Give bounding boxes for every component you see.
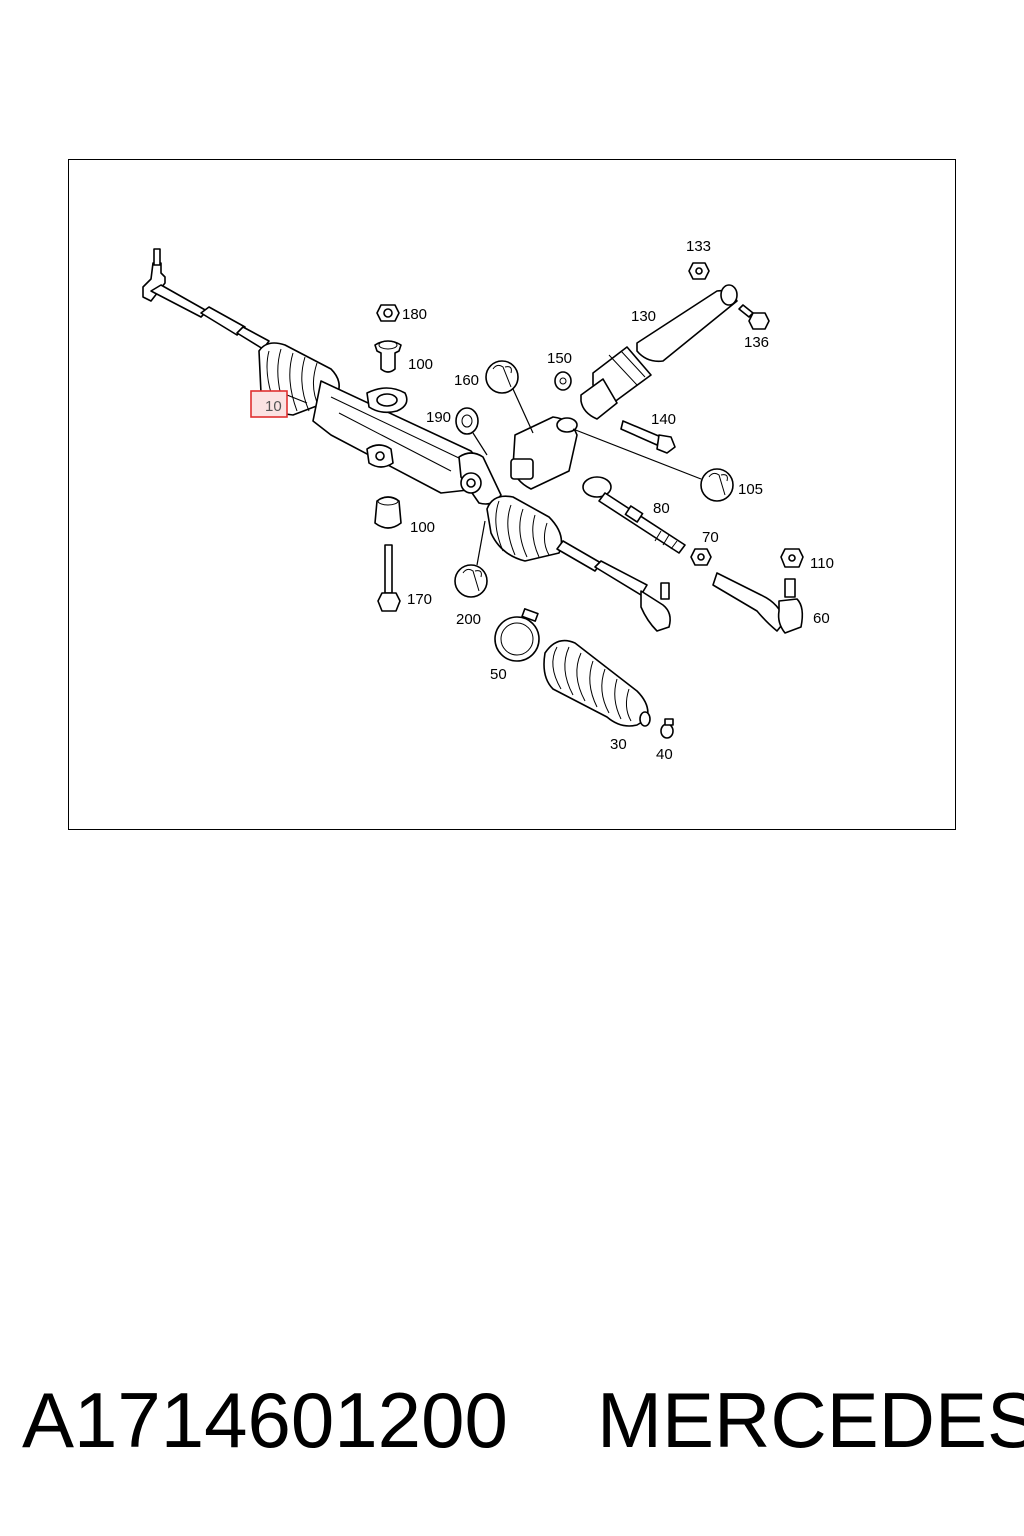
intermediate-shaft[interactable] (580, 284, 738, 420)
bolt-136[interactable] (738, 304, 770, 330)
nut-110[interactable] (780, 548, 804, 568)
callout-105[interactable]: 105 (738, 481, 763, 498)
callout-136[interactable]: 136 (744, 334, 769, 351)
bolt-170[interactable] (377, 544, 401, 612)
callout-180[interactable]: 180 (402, 306, 427, 323)
nut-70[interactable] (690, 548, 712, 566)
callout-110[interactable]: 110 (810, 555, 834, 572)
callout-10-highlight (250, 390, 288, 418)
steering-rack-exploded-diagram: 133 180 130 136 100 150 160 10 190 140 1… (142, 238, 834, 763)
brand-name: MERCEDES (597, 1376, 1024, 1464)
callout-133[interactable]: 133 (686, 238, 711, 255)
rubber-bushing-upper[interactable] (374, 340, 402, 373)
outer-tie-rod-end-60[interactable] (712, 572, 804, 634)
footer: A1714601200 MERCEDES (0, 1370, 1024, 1470)
callout-140[interactable]: 140 (651, 411, 676, 428)
callout-40[interactable]: 40 (656, 746, 673, 763)
callout-150[interactable]: 150 (547, 350, 572, 367)
callout-160[interactable]: 160 (454, 372, 479, 389)
callout-100-upper[interactable]: 100 (408, 356, 433, 373)
nut-133[interactable] (688, 262, 710, 280)
callout-70[interactable]: 70 (702, 529, 719, 546)
torque-wrench-icon (572, 428, 734, 502)
boot-30[interactable] (543, 639, 651, 727)
clamp-40[interactable] (660, 718, 674, 739)
callout-100-lower[interactable]: 100 (410, 519, 435, 536)
callout-10[interactable]: 10 (265, 398, 282, 415)
torque-wrench-icon (454, 520, 488, 598)
torque-wrench-icon (485, 360, 534, 434)
nut-180[interactable] (376, 304, 400, 322)
part-number: A1714601200 (22, 1376, 508, 1464)
steering-rack-assembly[interactable] (142, 248, 671, 632)
callout-130[interactable]: 130 (631, 308, 656, 325)
callout-190[interactable]: 190 (426, 409, 451, 426)
parts-diagram-frame: 133 180 130 136 100 150 160 10 190 140 1… (68, 159, 956, 830)
seal-ring-190[interactable] (455, 407, 488, 456)
callout-170[interactable]: 170 (407, 591, 432, 608)
callout-200[interactable]: 200 (456, 611, 481, 628)
inner-tie-rod-80[interactable] (582, 476, 686, 554)
clamp-50[interactable] (494, 608, 540, 662)
callout-30[interactable]: 30 (610, 736, 627, 753)
callout-60[interactable]: 60 (813, 610, 830, 627)
bolt-140[interactable] (620, 420, 676, 454)
callout-50[interactable]: 50 (490, 666, 507, 683)
washer-150[interactable] (554, 371, 572, 391)
rubber-bushing-lower[interactable] (374, 496, 402, 529)
callout-80[interactable]: 80 (653, 500, 670, 517)
